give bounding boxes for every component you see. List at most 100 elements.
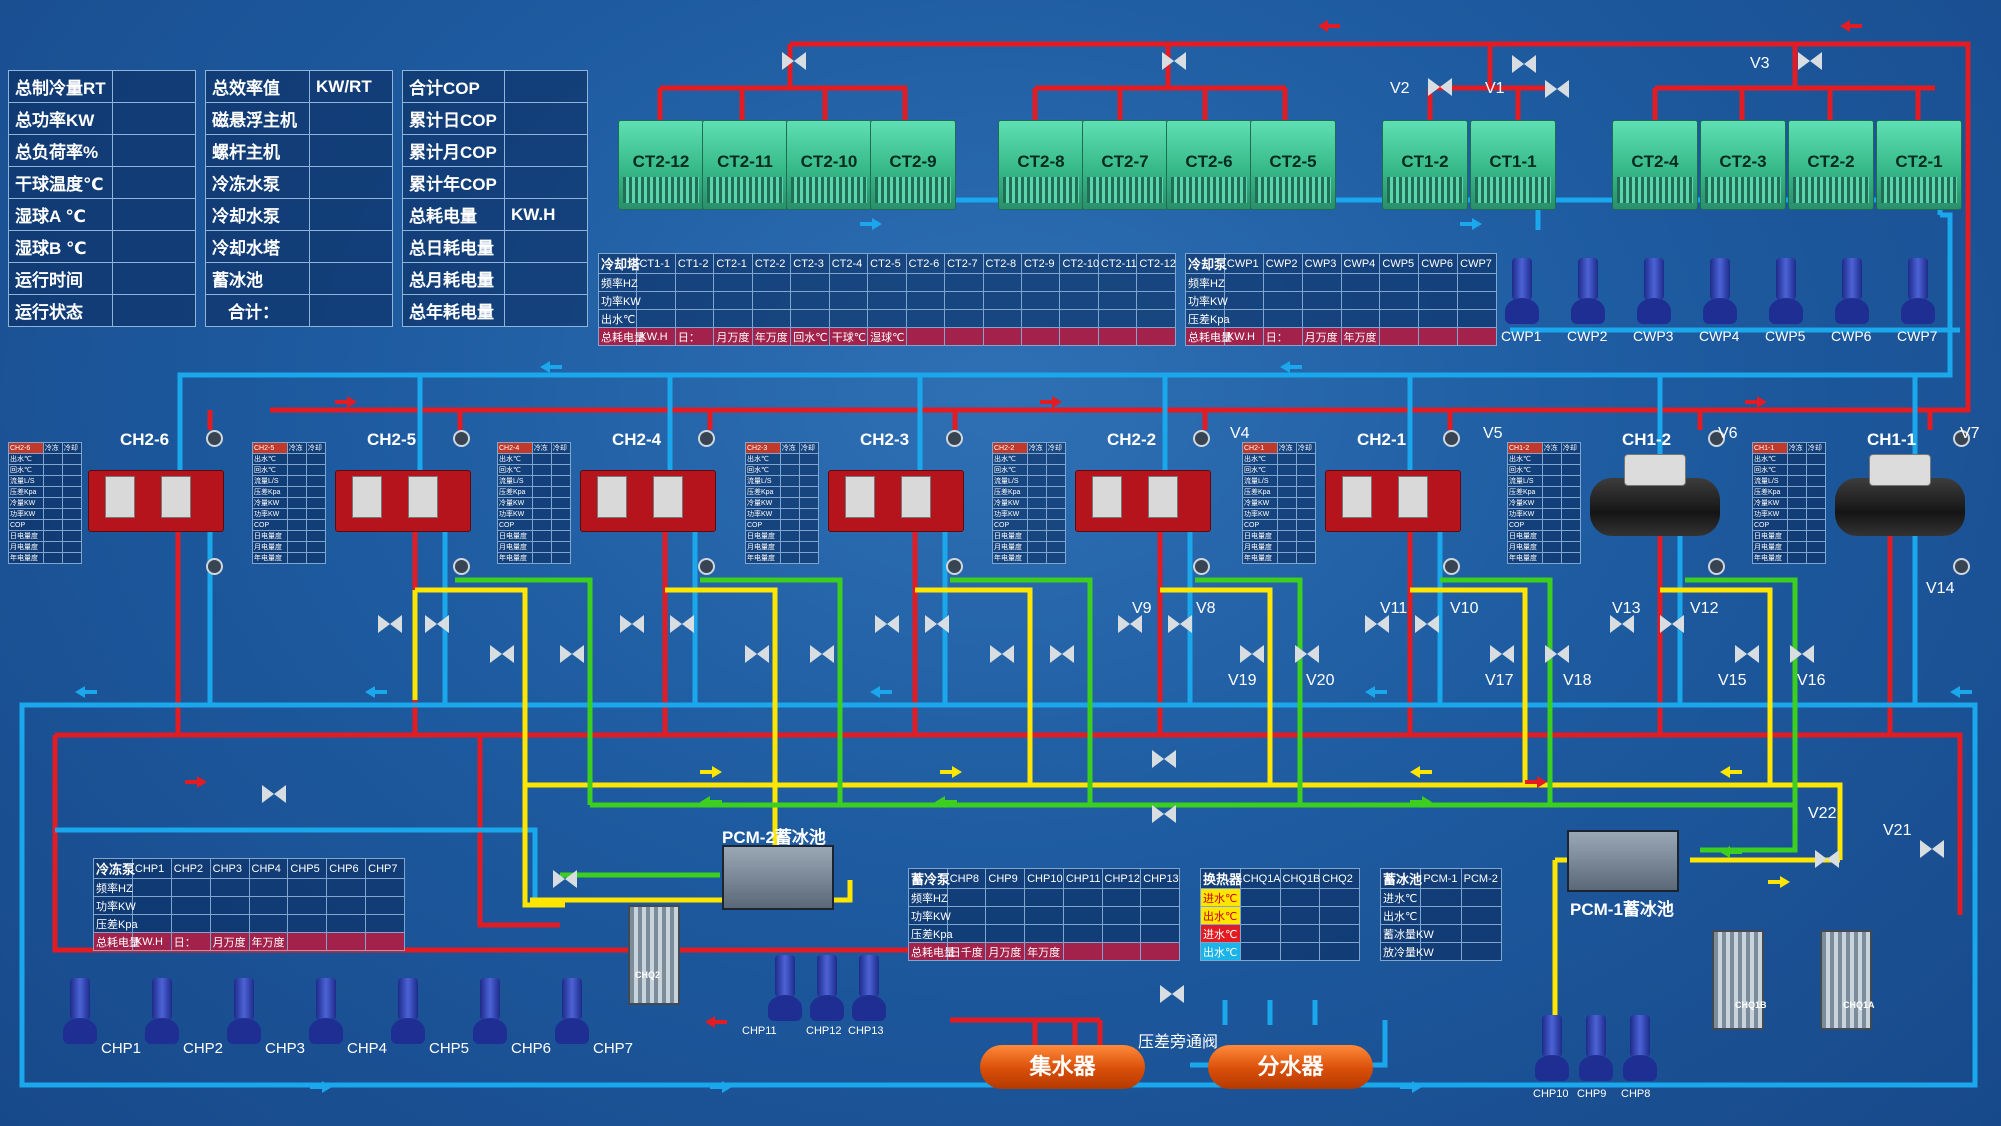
valve[interactable] (1490, 645, 1514, 663)
chiller-ch1-2[interactable] (1590, 454, 1720, 536)
valve[interactable] (1118, 615, 1142, 633)
chiller-ch2-1[interactable] (1325, 470, 1461, 532)
valve[interactable] (782, 52, 806, 70)
valve[interactable] (990, 645, 1014, 663)
chiller-outlet-valve[interactable] (1708, 558, 1725, 575)
ice-pump-chp11[interactable] (768, 955, 802, 1027)
chiller-inlet-valve[interactable] (698, 430, 715, 447)
heat-exchanger-chq2[interactable] (628, 905, 680, 1005)
cooling-tower-ct2-8[interactable]: CT2-8 (998, 120, 1084, 210)
valve[interactable] (1168, 615, 1192, 633)
chilled-pump-chp5[interactable] (391, 978, 425, 1050)
water-collector[interactable]: 集水器 (980, 1045, 1145, 1089)
valve[interactable] (925, 615, 949, 633)
chiller-ch1-1[interactable] (1835, 454, 1965, 536)
cooling-tower-ct2-5[interactable]: CT2-5 (1250, 120, 1336, 210)
cooling-tower-ct1-1[interactable]: CT1-1 (1470, 120, 1556, 210)
valve[interactable] (1152, 750, 1176, 768)
valve[interactable] (1545, 80, 1569, 98)
valve[interactable] (875, 615, 899, 633)
ice-pump-chp8[interactable] (1623, 1015, 1657, 1087)
chiller-outlet-valve[interactable] (453, 558, 470, 575)
heat-exchanger-chq1a[interactable] (1820, 930, 1872, 1030)
valve[interactable] (1610, 615, 1634, 633)
valve[interactable] (1815, 850, 1839, 868)
chiller-inlet-valve[interactable] (946, 430, 963, 447)
cooling-tower-ct2-1[interactable]: CT2-1 (1876, 120, 1962, 210)
chilled-pump-chp2[interactable] (145, 978, 179, 1050)
valve[interactable] (1428, 78, 1452, 96)
water-distributor[interactable]: 分水器 (1208, 1045, 1373, 1089)
chiller-inlet-valve[interactable] (1443, 430, 1460, 447)
chiller-outlet-valve[interactable] (698, 558, 715, 575)
valve[interactable] (1295, 645, 1319, 663)
chiller-inlet-valve[interactable] (1708, 430, 1725, 447)
heat-exchanger-chq1b[interactable] (1712, 930, 1764, 1030)
chiller-inlet-valve[interactable] (1953, 430, 1970, 447)
chilled-pump-chp7[interactable] (555, 978, 589, 1050)
cooling-tower-ct2-11[interactable]: CT2-11 (702, 120, 788, 210)
ice-pump-chp9[interactable] (1579, 1015, 1613, 1087)
chilled-pump-chp4[interactable] (309, 978, 343, 1050)
cooling-pump-cwp3[interactable] (1637, 258, 1671, 330)
valve[interactable] (810, 645, 834, 663)
valve[interactable] (1415, 615, 1439, 633)
valve[interactable] (1365, 615, 1389, 633)
chiller-inlet-valve[interactable] (1193, 430, 1210, 447)
valve[interactable] (1660, 615, 1684, 633)
cooling-tower-ct2-7[interactable]: CT2-7 (1082, 120, 1168, 210)
valve[interactable] (1512, 55, 1536, 73)
chiller-inlet-valve[interactable] (206, 430, 223, 447)
cooling-tower-ct2-6[interactable]: CT2-6 (1166, 120, 1252, 210)
valve[interactable] (670, 615, 694, 633)
chiller-ch2-5[interactable] (335, 470, 471, 532)
chiller-ch2-6[interactable] (88, 470, 224, 532)
valve[interactable] (553, 870, 577, 888)
pcm2-ice-tank[interactable] (722, 845, 834, 910)
valve[interactable] (1735, 645, 1759, 663)
pcm1-ice-tank[interactable] (1567, 830, 1679, 892)
ice-pump-chp13[interactable] (852, 955, 886, 1027)
chiller-outlet-valve[interactable] (1193, 558, 1210, 575)
valve[interactable] (1050, 645, 1074, 663)
cooling-pump-cwp2[interactable] (1571, 258, 1605, 330)
valve[interactable] (490, 645, 514, 663)
valve[interactable] (745, 645, 769, 663)
bypass-valve[interactable] (1160, 985, 1184, 1003)
chiller-outlet-valve[interactable] (1443, 558, 1460, 575)
valve[interactable] (1798, 52, 1822, 70)
chiller-ch2-3[interactable] (828, 470, 964, 532)
ice-pump-chp12[interactable] (810, 955, 844, 1027)
cooling-pump-cwp4[interactable] (1703, 258, 1737, 330)
chiller-ch2-2[interactable] (1075, 470, 1211, 532)
valve[interactable] (425, 615, 449, 633)
valve[interactable] (1162, 52, 1186, 70)
cooling-pump-cwp1[interactable] (1505, 258, 1539, 330)
chilled-pump-chp3[interactable] (227, 978, 261, 1050)
valve[interactable] (620, 615, 644, 633)
chiller-outlet-valve[interactable] (946, 558, 963, 575)
cooling-tower-ct2-9[interactable]: CT2-9 (870, 120, 956, 210)
chiller-outlet-valve[interactable] (1953, 558, 1970, 575)
valve[interactable] (1790, 645, 1814, 663)
valve[interactable] (1240, 645, 1264, 663)
chiller-ch2-4[interactable] (580, 470, 716, 532)
valve[interactable] (262, 785, 286, 803)
cooling-tower-ct1-2[interactable]: CT1-2 (1382, 120, 1468, 210)
valve[interactable] (1152, 805, 1176, 823)
ice-pump-chp10[interactable] (1535, 1015, 1569, 1087)
cooling-tower-ct2-3[interactable]: CT2-3 (1700, 120, 1786, 210)
cooling-tower-ct2-4[interactable]: CT2-4 (1612, 120, 1698, 210)
valve[interactable] (378, 615, 402, 633)
valve[interactable] (1545, 645, 1569, 663)
chiller-outlet-valve[interactable] (206, 558, 223, 575)
cooling-tower-ct2-10[interactable]: CT2-10 (786, 120, 872, 210)
chiller-inlet-valve[interactable] (453, 430, 470, 447)
cooling-tower-ct2-12[interactable]: CT2-12 (618, 120, 704, 210)
valve[interactable] (1920, 840, 1944, 858)
chilled-pump-chp6[interactable] (473, 978, 507, 1050)
cooling-pump-cwp7[interactable] (1901, 258, 1935, 330)
cooling-pump-cwp5[interactable] (1769, 258, 1803, 330)
valve[interactable] (560, 645, 584, 663)
cooling-pump-cwp6[interactable] (1835, 258, 1869, 330)
